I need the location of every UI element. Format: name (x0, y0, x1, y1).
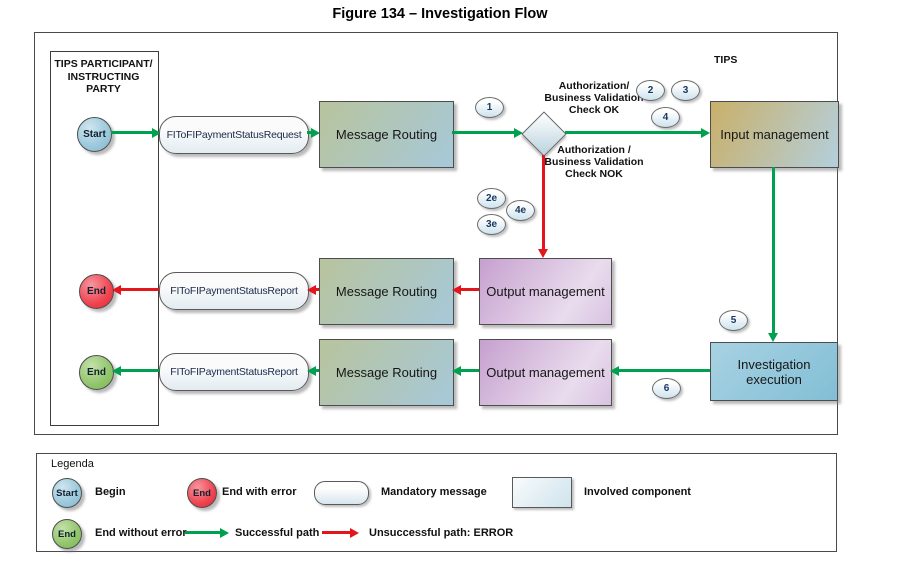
success-arrowhead (610, 366, 619, 376)
success-arrowhead (307, 366, 316, 376)
lane-label-line1: TIPS PARTICIPANT/ (54, 58, 153, 70)
output-management-box-1: Output management (479, 258, 612, 325)
legend-mandatory-swatch (314, 481, 369, 505)
message-pill-status-request: FIToFIPaymentStatusRequest (159, 116, 309, 154)
check-ok-label: Authorization/ Business Validation Check… (543, 80, 645, 116)
legend-error-arrow-line (322, 531, 350, 534)
success-arrowhead (768, 333, 778, 342)
investigation-execution-box: Investigation execution (710, 342, 838, 401)
step-badge-4e: 4e (506, 200, 535, 221)
check-ok-line2: Business Validation (544, 92, 644, 104)
investigation-line1: Investigation (737, 356, 811, 372)
success-arrowhead (112, 366, 121, 376)
message-routing-box-3: Message Routing (319, 339, 454, 406)
legend-begin-label: Begin (95, 486, 126, 498)
start-node: Start (77, 117, 112, 152)
end-error-node: End (79, 274, 114, 309)
error-arrow-line (121, 288, 160, 291)
legend-involved-swatch (512, 477, 572, 508)
success-arrow-line (619, 369, 710, 372)
success-arrow-line (316, 369, 320, 372)
check-nok-label: Authorization / Business Validation Chec… (543, 144, 645, 180)
legend-unsuccess-label: Unsuccessful path: ERROR (369, 527, 514, 539)
input-management-box: Input management (710, 101, 839, 168)
legend-end-ok-label: End without error (95, 527, 187, 539)
error-arrow-line (542, 155, 545, 249)
step-badge-3: 3 (671, 80, 700, 101)
step-badge-5: 5 (719, 310, 748, 331)
message-pill-status-report-success: FIToFIPaymentStatusReport (159, 353, 309, 391)
participant-lane-label: TIPS PARTICIPANT/ INSTRUCTING PARTY (50, 58, 157, 96)
figure-title: Figure 134 – Investigation Flow (332, 6, 548, 22)
success-arrow-line (772, 167, 775, 333)
legend-success-arrow-line (185, 531, 220, 534)
step-badge-4: 4 (651, 107, 680, 128)
legend-end-ok-circle: End (52, 519, 82, 549)
error-arrowhead (112, 285, 121, 295)
output-management-box-2: Output management (479, 339, 612, 406)
check-ok-line3: Check OK (568, 104, 620, 116)
message-routing-box-2: Message Routing (319, 258, 454, 325)
legend-title: Legenda (51, 458, 94, 470)
error-arrow-line (461, 288, 479, 291)
error-arrow-line (316, 288, 320, 291)
investigation-line2: execution (746, 371, 802, 387)
legend-end-error-label: End with error (222, 486, 297, 498)
success-arrow-line (452, 131, 514, 134)
success-arrow-line (461, 369, 479, 372)
lane-label-line2: INSTRUCTING (67, 70, 140, 83)
legend-mandatory-label: Mandatory message (381, 486, 487, 498)
legend-success-label: Successful path (235, 527, 320, 539)
step-badge-2: 2 (636, 80, 665, 101)
success-arrowhead (311, 128, 320, 138)
success-arrowhead (452, 366, 461, 376)
error-arrowhead (307, 285, 316, 295)
message-routing-box-1: Message Routing (319, 101, 454, 168)
lane-label-line3: PARTY (86, 83, 121, 95)
step-badge-1: 1 (475, 97, 504, 118)
end-success-node: End (79, 355, 114, 390)
error-arrowhead (452, 285, 461, 295)
legend-success-arrowhead (220, 528, 229, 538)
legend-frame (36, 453, 837, 552)
success-arrow-line (111, 131, 152, 134)
step-badge-6: 6 (652, 378, 681, 399)
legend-error-arrowhead (350, 528, 359, 538)
check-ok-line1: Authorization/ (558, 80, 630, 92)
success-arrowhead (152, 128, 161, 138)
check-nok-line2: Business Validation (544, 156, 644, 168)
tips-label: TIPS (714, 54, 738, 66)
legend-involved-label: Involved component (584, 486, 691, 498)
success-arrow-line (121, 369, 160, 372)
step-badge-2e: 2e (477, 188, 506, 209)
success-arrow-line (565, 131, 701, 134)
step-badge-3e: 3e (477, 214, 506, 235)
legend-end-error-circle: End (187, 478, 217, 508)
message-pill-status-report-error: FIToFIPaymentStatusReport (159, 272, 309, 310)
success-arrow-line (307, 131, 311, 134)
check-nok-line3: Check NOK (565, 168, 623, 180)
check-nok-line1: Authorization / (557, 144, 631, 156)
error-arrowhead (538, 249, 548, 258)
legend-begin-circle: Start (52, 478, 82, 508)
success-arrowhead (701, 128, 710, 138)
success-arrowhead (514, 128, 523, 138)
